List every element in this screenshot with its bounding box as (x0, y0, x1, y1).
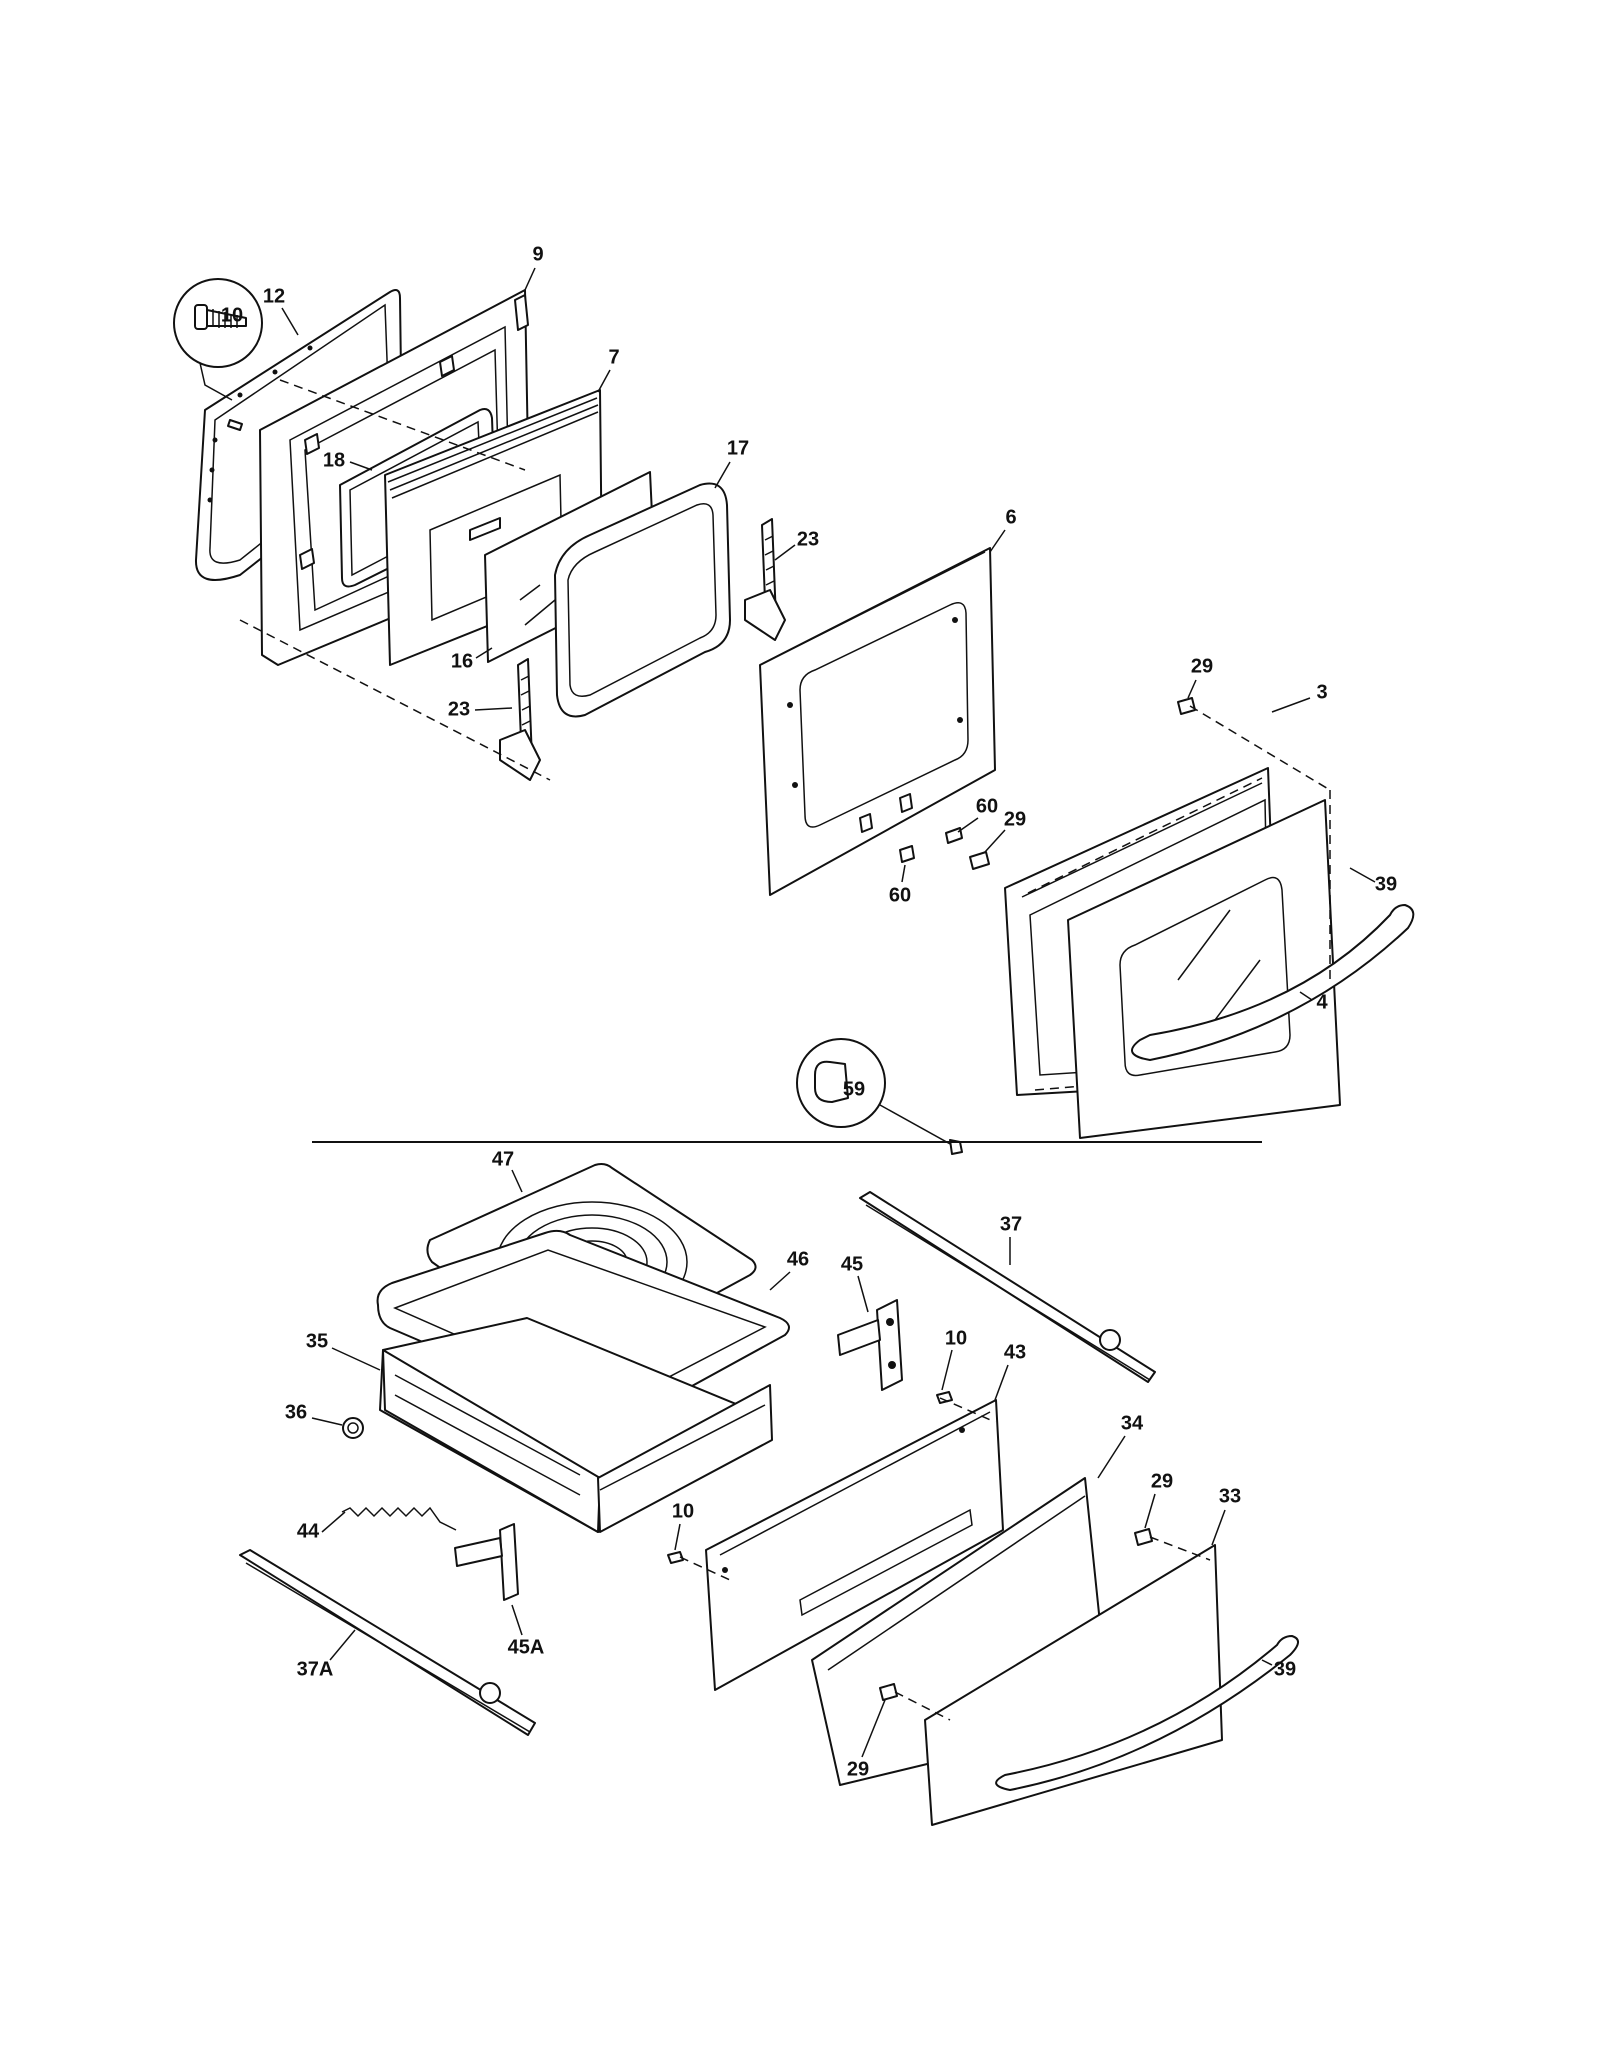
callout-10-mid: 10 (945, 1327, 967, 1349)
callout-34: 34 (1121, 1412, 1144, 1434)
callout-37a: 37A (297, 1658, 334, 1680)
part-29-drawer-spacer-bottom (879, 1683, 898, 1701)
callout-29-top: 29 (1191, 655, 1213, 677)
lower-alignment-lines (679, 1397, 1211, 1721)
callout-17: 17 (727, 437, 749, 459)
callout-37: 37 (1000, 1213, 1022, 1235)
callout-16: 16 (451, 650, 473, 672)
callout-46: 46 (787, 1248, 809, 1270)
part-17-window-seal (554, 482, 731, 718)
part-23-hinge-right (744, 518, 786, 641)
callout-29-bottom: 29 (847, 1758, 869, 1780)
callout-44: 44 (297, 1520, 320, 1542)
part-43-drawer-inner-front (705, 1399, 1004, 1691)
part-29-drawer-spacer-top (1134, 1528, 1153, 1546)
callout-59: 59 (843, 1078, 865, 1100)
part-35-drawer-body (379, 1317, 773, 1533)
part-10-screw-bottom (667, 1551, 684, 1564)
callout-3: 3 (1316, 681, 1327, 703)
callout-10-bottom: 10 (672, 1500, 694, 1522)
callout-45: 45 (841, 1253, 863, 1275)
callout-29-drawer: 29 (1151, 1470, 1173, 1492)
callout-29-mid: 29 (1004, 808, 1026, 830)
part-10-screw-magnified (173, 278, 263, 431)
callout-60-right: 60 (976, 795, 998, 817)
part-45-bracket (837, 1299, 903, 1391)
part-37-slide-right (859, 1191, 1156, 1383)
part-10-screw-mid (936, 1391, 953, 1404)
part-36-bumper (342, 1417, 364, 1439)
callout-18: 18 (323, 449, 345, 471)
part-39-handle-top (1131, 904, 1415, 1061)
part-59-bumper-magnified (796, 1038, 963, 1155)
callout-labels: 9 12 10 7 18 17 23 16 23 6 29 3 60 29 39… (221, 243, 1397, 1780)
part-29-spacer-top (1177, 697, 1196, 715)
callout-35: 35 (306, 1330, 328, 1352)
part-29-spacer-mid (969, 851, 990, 870)
callout-4: 4 (1316, 991, 1328, 1013)
part-33-drawer-front-panel (924, 1544, 1223, 1826)
callout-7: 7 (608, 346, 619, 368)
callout-43: 43 (1004, 1341, 1026, 1363)
callout-39-top: 39 (1375, 873, 1397, 895)
callout-60-bottom: 60 (889, 884, 911, 906)
part-23-hinge-left (499, 658, 541, 781)
part-60-clip-bottom (899, 845, 915, 863)
upper-alignment-lines (239, 379, 1331, 980)
part-6-door-liner (759, 547, 996, 896)
callout-10-top: 10 (221, 304, 243, 326)
callout-23-left: 23 (448, 698, 470, 720)
part-39-handle-bottom (995, 1635, 1299, 1791)
part-44-spring (341, 1506, 457, 1531)
callout-45a: 45A (508, 1636, 545, 1658)
part-45a-bracket (454, 1523, 519, 1601)
callout-6: 6 (1005, 506, 1016, 528)
callout-36: 36 (285, 1401, 307, 1423)
callout-39-bottom: 39 (1274, 1658, 1296, 1680)
part-37a-slide-left (239, 1549, 536, 1736)
callout-33: 33 (1219, 1485, 1241, 1507)
callout-23-right: 23 (797, 528, 819, 550)
callout-47: 47 (492, 1148, 514, 1170)
callout-9: 9 (532, 243, 543, 265)
callout-12: 12 (263, 285, 285, 307)
